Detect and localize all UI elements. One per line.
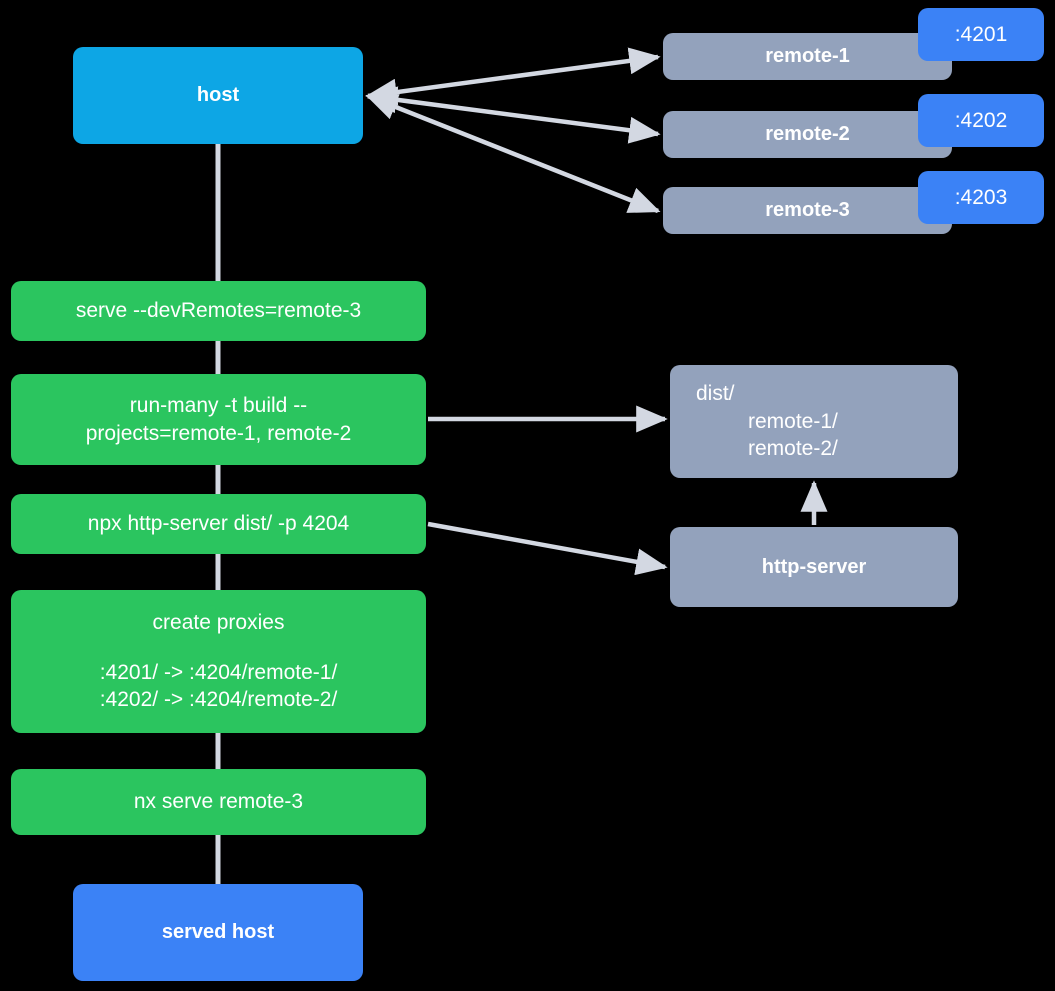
node-command-run-many[interactable]: run-many -t build -- projects=remote-1, …: [11, 374, 426, 465]
node-command-npx-http-server[interactable]: npx http-server dist/ -p 4204: [11, 494, 426, 554]
edge-host-to-remote-2: [365, 86, 661, 144]
badge-remote-1-port: :4201: [918, 8, 1044, 61]
node-command-nx-serve[interactable]: nx serve remote-3: [11, 769, 426, 835]
node-dist-child-2-label: remote-2/: [748, 437, 838, 461]
badge-remote-2-port: :4202: [918, 94, 1044, 147]
node-remote-1[interactable]: remote-1: [663, 33, 952, 80]
badge-remote-3-port-label: :4203: [954, 185, 1008, 209]
node-command-create-proxies-title: create proxies: [152, 610, 285, 634]
node-host-label: host: [196, 84, 240, 107]
badge-remote-2-port-label: :4202: [954, 108, 1008, 132]
badge-remote-1-port-label: :4201: [954, 22, 1008, 46]
node-remote-3-label: remote-3: [765, 199, 850, 222]
node-remote-2-label: remote-2: [765, 123, 850, 146]
node-http-server[interactable]: http-server: [670, 527, 958, 607]
edge-host-to-remote-1: [365, 47, 661, 106]
badge-remote-3-port: :4203: [918, 171, 1044, 224]
node-command-run-many-line1: run-many -t build --: [129, 393, 308, 417]
node-dist-child-1-label: remote-1/: [748, 409, 838, 433]
node-host[interactable]: host: [73, 47, 363, 144]
node-dist-folder[interactable]: dist/ remote-1/ remote-2/: [670, 365, 958, 478]
edge-httpcmd-to-httpserver: [427, 521, 668, 576]
node-command-serve[interactable]: serve --devRemotes=remote-3: [11, 281, 426, 341]
node-command-create-proxies[interactable]: create proxies :4201/ -> :4204/remote-1/…: [11, 590, 426, 733]
node-remote-3[interactable]: remote-3: [663, 187, 952, 234]
node-dist-root-label: dist/: [696, 381, 735, 405]
node-command-nx-serve-label: nx serve remote-3: [133, 790, 304, 814]
node-served-host-label: served host: [161, 921, 275, 944]
node-command-serve-label: serve --devRemotes=remote-3: [75, 299, 362, 323]
node-remote-1-label: remote-1: [765, 45, 850, 68]
node-remote-2[interactable]: remote-2: [663, 111, 952, 158]
node-command-create-proxies-mapping-1: :4201/ -> :4204/remote-1/: [99, 660, 338, 684]
edge-host-to-remote-3: [365, 93, 661, 214]
node-command-npx-http-server-label: npx http-server dist/ -p 4204: [87, 512, 350, 536]
node-command-run-many-line2: projects=remote-1, remote-2: [85, 421, 352, 445]
node-served-host[interactable]: served host: [73, 884, 363, 981]
node-http-server-label: http-server: [761, 555, 867, 578]
node-command-create-proxies-mapping-2: :4202/ -> :4204/remote-2/: [99, 688, 338, 712]
